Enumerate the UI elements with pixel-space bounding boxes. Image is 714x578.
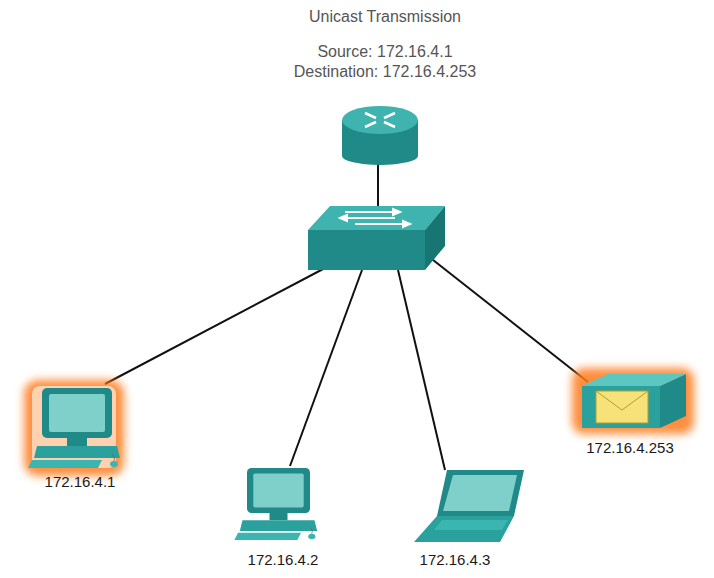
device-label: 172.16.4.2 [245,550,322,569]
highlight-glow [572,368,694,434]
ip-address: 172.16.4.3 [420,551,491,568]
switch-icon [308,206,445,270]
device-label: 172.16.4.1 [42,472,119,491]
device-label: 172.16.4.3 [417,550,494,569]
laptop-icon [414,470,524,542]
pc-icon [28,388,120,468]
address-label: Source: 172.16.4.1 [317,43,452,61]
envelope-icon [596,391,648,423]
address-label: Destination: 172.16.4.253 [294,63,476,81]
router-icon [342,106,418,165]
diagram-title: Unicast Transmission [309,8,461,26]
server-icon [582,374,686,428]
ip-address: 172.16.4.1 [45,473,116,490]
cable [105,155,588,470]
device-label: 172.16.4.253 [583,438,677,457]
pc-icon [234,468,317,540]
highlight-glow [24,380,124,476]
ip-address: 172.16.4.2 [248,551,319,568]
ip-address: 172.16.4.253 [586,439,674,456]
